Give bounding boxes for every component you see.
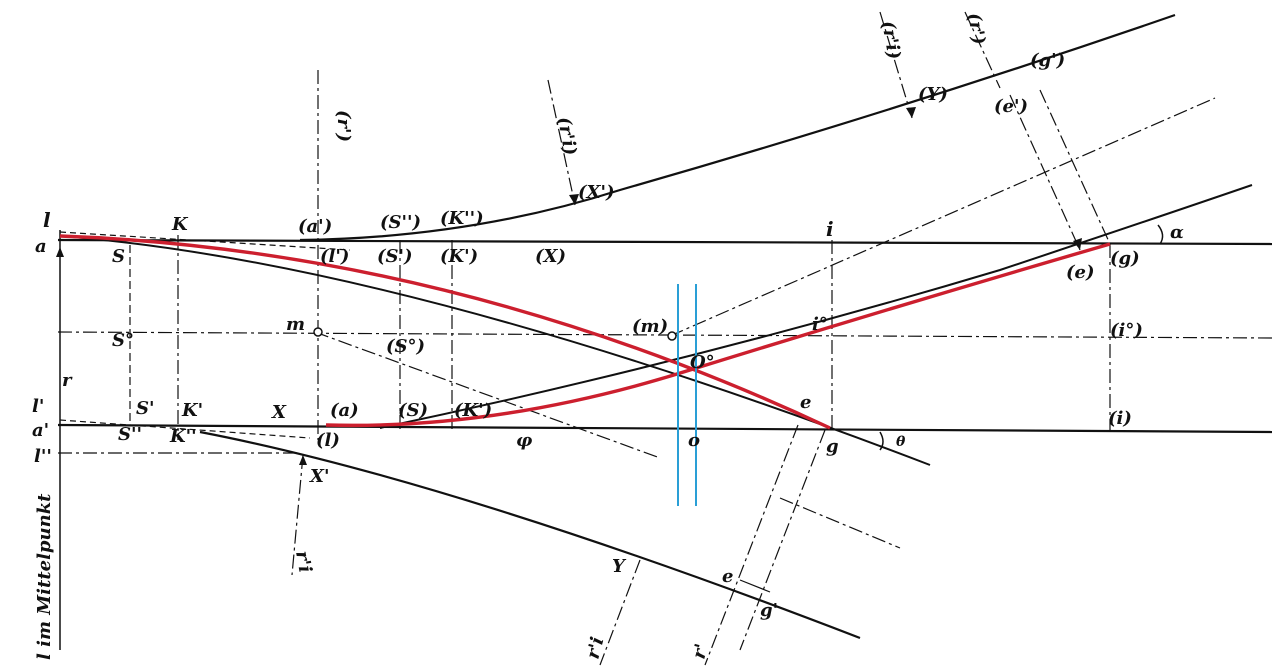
diagonal-guide-3 [59,231,351,251]
label-S-zero-paren: (S°) [386,336,425,357]
label-l-dprime: l'' [34,446,52,467]
label-K-prime-paren: (K') [440,246,478,267]
diagonal-guide-1 [669,97,1216,337]
label-i-zero-paren: (i°) [1110,320,1143,341]
label-K-dprime: K'' [169,426,197,447]
label-r-prime-i-bottom: r'i [583,635,609,662]
label-phi: φ [516,430,533,451]
point-m [313,327,323,337]
label-l: l [43,208,51,232]
label-S: S [112,246,125,267]
label-r-prime-i-top-2: (r'i) [877,19,904,61]
tick-e-g [739,579,771,593]
point-m-paren [667,331,677,341]
label-r-prime-top-2: (r') [963,11,989,46]
radial-top-1 [547,79,576,206]
radial-g1-to-g [1039,89,1111,245]
label-S-zero: S° [112,330,134,351]
label-g-prime: g' [760,600,778,621]
radial-e1-to-e [1009,94,1081,251]
label-l-prime-paren: (l') [320,246,349,267]
arrow-e [1073,238,1082,250]
label-a-paren: (a) [330,400,359,421]
label-K: K [171,214,189,235]
arrow-X-top [569,194,579,205]
diagonal-guide-2 [314,331,661,459]
label-K-prime: K' [181,400,203,421]
label-r: r [62,370,73,391]
label-r-prime-i: r'i [291,549,316,574]
caption-mittelpunkt: l im Mittelpunkt [34,493,55,660]
label-K-prime-paren-lower: (K') [454,400,492,421]
label-S-dprime: S'' [118,424,142,445]
label-m-paren: (m) [632,316,668,337]
label-a-prime-paren: (a') [298,216,332,237]
center-axis [57,331,1273,339]
label-a-prime: a' [32,420,49,441]
label-i: i [826,217,834,241]
label-e-lower: e [722,566,733,587]
label-o: o [688,430,700,451]
label-g: g [826,436,839,457]
arrow-Y-top [906,107,916,118]
label-e: e [800,392,811,413]
radial-lower-3 [599,559,641,666]
label-X-paren: (X) [535,246,566,267]
label-l-prime: l' [32,396,44,417]
radial-top-2 [879,11,913,119]
label-alpha: α [1170,222,1184,243]
label-theta: θ [896,434,906,450]
upper-straight-rail [57,238,1273,246]
alpha-arc [1157,224,1164,245]
label-K-dprime-paren: (K'') [440,208,484,229]
label-g-prime-paren: (g') [1030,50,1065,71]
red-curve-left-to-g [59,234,831,430]
label-l-paren: (l) [316,430,340,451]
label-S-prime-paren: (S') [377,246,413,267]
label-Y: Y [612,556,627,577]
red-curve-a-to-g-paren [325,242,1111,428]
label-i-paren: (i) [1108,408,1132,429]
label-e-prime-paren: (e') [994,96,1028,117]
diagonal-guide-4 [59,419,311,439]
lower-diverging-curve [199,430,861,640]
lower-straight-rail [57,423,1273,434]
label-X-prime: X' [309,466,329,487]
label-S-prime: S' [136,398,155,419]
radial-lower-1 [704,424,799,666]
label-r-prime-i-top: (r'i) [553,115,580,157]
label-X-prime-paren: (X') [578,182,615,203]
label-S-paren: (S) [398,400,428,421]
short-guide-lower-right [779,497,901,549]
middle-curve-left [59,235,931,466]
label-S-dprime-paren: (S'') [380,212,421,233]
label-g-paren: (g) [1110,248,1140,269]
radial-lower-2 [739,429,826,651]
second-upper-curve [379,184,1253,429]
label-m: m [286,314,305,335]
theta-arc [879,431,884,451]
radial-lower-X1 [291,454,304,576]
label-i-zero: i° [812,314,828,335]
label-X: X [271,402,287,423]
arrow-X1-up [299,455,307,465]
upper-diverging-curve [299,13,1176,242]
label-r-prime-top: (r') [333,110,354,142]
label-Y-paren: (Y) [918,84,948,105]
label-a: a [35,236,47,257]
radial-top-3 [964,11,1001,89]
arrow-a-up [56,247,64,257]
label-e-paren: (e) [1066,262,1095,283]
label-O-zero: O° [690,352,715,373]
label-r-prime-bottom: r' [689,641,713,661]
